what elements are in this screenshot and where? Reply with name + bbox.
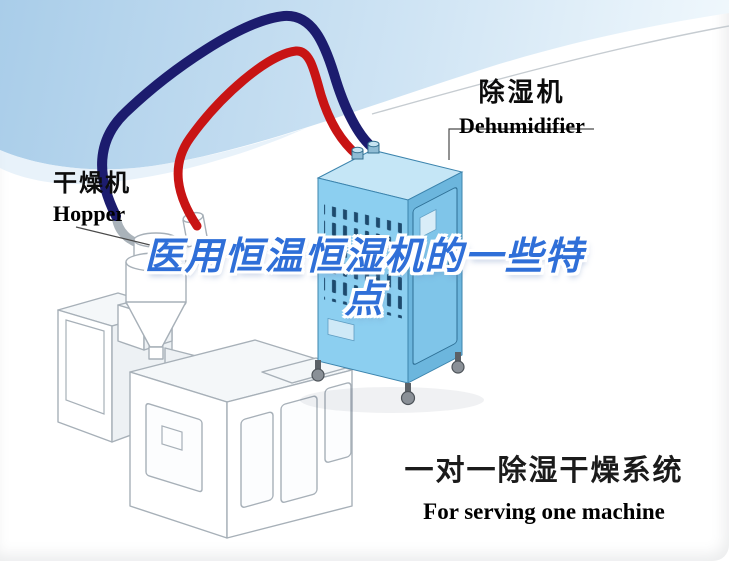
extruder-side-panels xyxy=(240,382,352,508)
fitting-cap xyxy=(367,140,380,148)
hopper-label: 干燥机 Hopper xyxy=(53,163,131,227)
door-handle xyxy=(448,258,453,274)
red-supply-pipe xyxy=(173,46,362,231)
hopper-label-cn: 干燥机 xyxy=(53,170,131,197)
extruder-front-panels xyxy=(145,403,203,493)
caster-wheel xyxy=(451,352,465,374)
extruder-left-panel xyxy=(65,319,105,415)
page-title-line2: 点 xyxy=(344,278,385,321)
pipe-fitting xyxy=(367,140,380,154)
machine-shadow xyxy=(300,387,484,413)
caster-roller xyxy=(451,360,465,374)
extruder-panel-door xyxy=(324,382,352,463)
caster-roller xyxy=(311,368,325,382)
dehumidifier-pointer-line xyxy=(448,128,594,160)
swoosh-secondary-wave xyxy=(0,128,306,185)
dehumidifier-machine xyxy=(300,149,484,413)
extruder-machine xyxy=(57,292,353,539)
vent-grid xyxy=(324,204,402,319)
pipe-red-path xyxy=(173,46,362,231)
page-title-line1: 医用恒温恒湿机的一些特 xyxy=(144,236,585,278)
caster-wheel xyxy=(400,383,416,406)
hopper-pointer-line xyxy=(75,226,151,246)
control-box xyxy=(419,208,437,239)
top-curve-line xyxy=(371,25,729,115)
caster-stem xyxy=(315,360,321,370)
navy-return-pipe xyxy=(97,10,378,221)
background-swoosh xyxy=(0,0,729,185)
dehumidifier-label-en: Dehumidifier xyxy=(459,113,585,138)
caster-roller xyxy=(400,390,416,406)
hopper-cylinder-top xyxy=(125,252,187,272)
extruder-panel-door xyxy=(240,411,274,508)
dehumidifier-front-face xyxy=(317,177,409,384)
swoosh-shape xyxy=(0,0,729,170)
dehumidifier-label: 除湿机 Dehumidifier xyxy=(447,72,597,139)
pipe-navy-path xyxy=(97,10,378,221)
pipe-fitting xyxy=(351,146,364,160)
hopper-dryer xyxy=(111,211,209,360)
dehumidifier-side-face xyxy=(407,171,463,384)
system-caption-cn: 一对一除湿干燥系统 xyxy=(404,455,684,487)
dehumidifier-label-cn: 除湿机 xyxy=(478,77,566,107)
caster-stem xyxy=(455,352,461,362)
hopper-neck xyxy=(148,346,164,360)
caster-wheel xyxy=(311,360,325,382)
caster-stem xyxy=(405,383,411,393)
system-caption-en: For serving one machine xyxy=(423,499,665,524)
nameplate xyxy=(327,317,355,342)
page-title: 医用恒温恒湿机的一些特 点 xyxy=(0,236,729,321)
system-caption: 一对一除湿干燥系统 For serving one machine xyxy=(396,447,692,525)
extruder-panel-window xyxy=(161,425,183,451)
extruder-panel-door xyxy=(280,395,318,503)
fitting-cap xyxy=(351,146,364,154)
hopper-label-en: Hopper xyxy=(53,201,126,226)
